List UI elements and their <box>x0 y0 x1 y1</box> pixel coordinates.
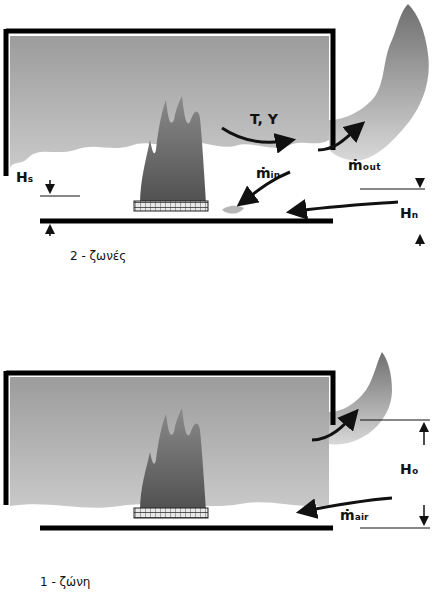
mass-flow-symbol: ṁₐᵢᵣ <box>340 508 368 523</box>
two-zone-room <box>6 4 429 246</box>
height-symbol: Hₛ <box>16 170 33 185</box>
figure-caption: 1 - ζώνη <box>40 576 90 589</box>
mass-flow-symbol: ṁₒᵤₜ <box>348 158 381 173</box>
gas-property-symbol: T, Y <box>250 112 278 127</box>
height-symbol: Hₙ <box>400 206 418 221</box>
figure-caption: 2 - ζωνές <box>70 250 126 263</box>
height-symbol: Hₒ <box>400 462 419 477</box>
one-zone-room <box>6 352 430 528</box>
mass-flow-symbol: ṁᵢₙ <box>256 166 280 181</box>
